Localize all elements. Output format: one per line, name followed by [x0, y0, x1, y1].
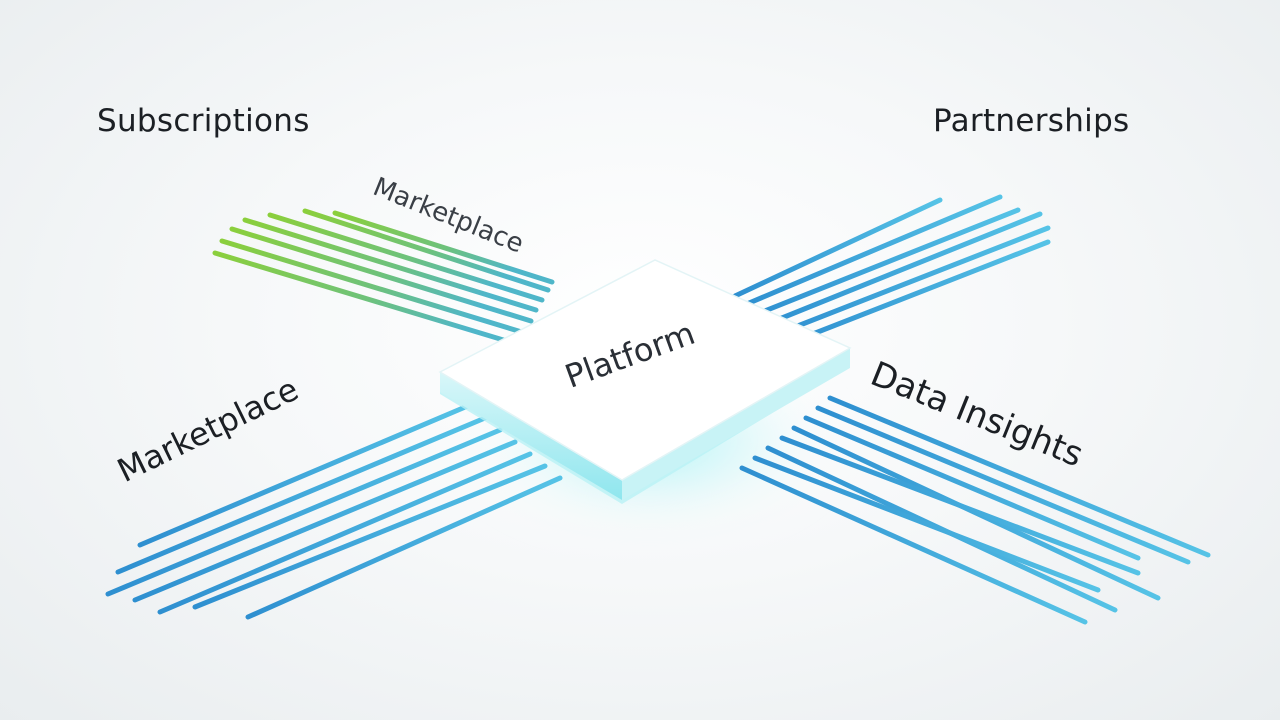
line-bundle-top-left	[212, 208, 555, 348]
line-bundle-bottom-left	[105, 402, 563, 620]
subscriptions-label: Subscriptions	[97, 103, 310, 139]
line-bundle-bottom-right	[739, 395, 1211, 625]
partnerships-label: Partnerships	[933, 103, 1130, 139]
platform-block	[438, 259, 852, 504]
line-bundle-top-right	[732, 194, 1051, 349]
